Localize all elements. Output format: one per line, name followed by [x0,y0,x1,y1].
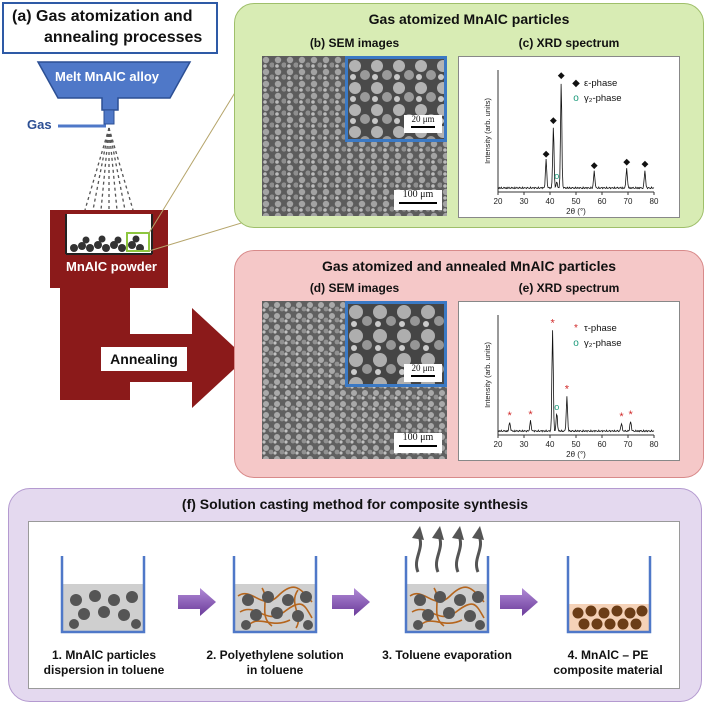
legend-label: γ₂-phase [584,93,622,104]
step-arrow-3 [500,588,538,616]
beaker-1 [60,556,146,634]
panel-a-title-line1: (a) Gas atomization and [12,8,193,25]
sem-image-atomized: 20 μm 100 μm [262,56,447,216]
spectrum-line [497,330,655,433]
legend-symbol: o [573,338,579,349]
peak-marker: * [508,410,513,422]
peak-marker: o [554,402,559,412]
x-tick-label: 80 [650,440,659,449]
sem-image-annealed: 20 μm 100 μm [262,301,447,459]
evaporation-arrows [415,533,483,573]
mid-sem-title: (d) SEM images [309,281,400,295]
top-sem-title: (b) SEM images [309,36,400,50]
x-tick-label: 40 [546,440,555,449]
legend-symbol: ◆ [572,78,580,89]
bottom-box-title: (f) Solution casting method for composit… [181,496,529,512]
x-tick-label: 20 [494,197,503,206]
peak-marker: ◆ [623,156,630,166]
x-tick-label: 30 [520,440,529,449]
legend-label: τ-phase [584,323,617,334]
x-tick-label: 60 [598,440,607,449]
peak-marker: * [550,318,555,330]
annealing-label: Annealing [100,346,188,372]
x-tick-label: 80 [650,197,659,206]
xrd-chart-atomized: 20 30 40 50 60 70 80 2θ (°) Intensity (arb. unit… [483,70,659,216]
top-xrd-title: (c) XRD spectrum [518,36,620,50]
x-tick-label: 60 [598,197,607,206]
powder-highlight-box [126,232,150,252]
step-3-caption: 3. Toluene evaporation [382,648,512,662]
x-tick-label: 70 [624,440,633,449]
powder-container [50,210,168,400]
evaporation-arrowheads [412,526,484,540]
x-axis-label: 2θ (°) [566,207,586,216]
x-axis-label: 2θ (°) [566,450,586,459]
powder-label: MnAlC powder [66,259,157,274]
x-tick-label: 40 [546,197,555,206]
mid-xrd-title: (e) XRD spectrum [518,281,620,295]
mid-box-title: Gas atomized and annealed MnAlC particle… [321,258,617,274]
peak-marker: ◆ [550,115,557,125]
peak-marker: ◆ [558,70,565,80]
panel-a-title-box: (a) Gas atomization and annealing proces… [2,2,218,54]
peak-marker: * [565,384,570,396]
main-scale-atomized: 100 μm [394,190,442,210]
step-arrow-2 [332,588,370,616]
gas-nozzle [103,109,115,125]
x-tick-label: 70 [624,197,633,206]
x-tick-label: 20 [494,440,503,449]
gas-label: Gas [27,117,52,132]
main-scale-annealed: 100 μm [394,433,442,453]
spray-lines [84,127,134,211]
top-box-title: Gas atomized MnAlC particles [368,11,570,27]
panel-a-title-line2: annealing processes [44,29,203,46]
annealing-arrow [130,308,246,408]
legend-symbol: * [574,323,578,334]
melt-label: Melt MnAlC alloy [55,69,160,84]
legend-label: ε-phase [584,78,617,89]
beaker-2 [232,556,318,634]
peak-marker: ◆ [641,159,648,169]
xrd-chart-annealed-frame [458,301,680,461]
melt-funnel [36,61,192,111]
x-tick-label: 50 [572,197,581,206]
inset-scale-annealed: 20 μm [404,364,442,382]
spectrum-line [497,83,655,190]
sem-inset-atomized: 20 μm [345,56,447,142]
y-axis-label: Intensity (arb. units) [483,98,492,164]
peak-marker: * [528,409,533,421]
peak-marker: o [554,171,559,181]
x-tick-label: 30 [520,197,529,206]
beaker-3 [404,556,490,634]
peak-marker: ◆ [591,160,598,170]
inset-scale-atomized: 20 μm [404,115,442,133]
xrd-chart-annealed: 20 30 40 50 60 70 80 2θ (°) Intensity (arb. unit… [483,315,659,459]
peak-marker: * [619,411,624,423]
peak-marker: * [628,409,633,421]
peak-marker: ◆ [543,149,550,159]
y-axis-label: Intensity (arb. units) [483,342,492,408]
step-arrow-1 [178,588,216,616]
xrd-chart-atomized-frame [458,56,680,218]
legend-label: γ₂-phase [584,338,622,349]
beaker-4 [566,556,652,634]
x-tick-label: 50 [572,440,581,449]
legend-symbol: o [573,93,579,104]
sem-inset-annealed: 20 μm [345,301,447,387]
